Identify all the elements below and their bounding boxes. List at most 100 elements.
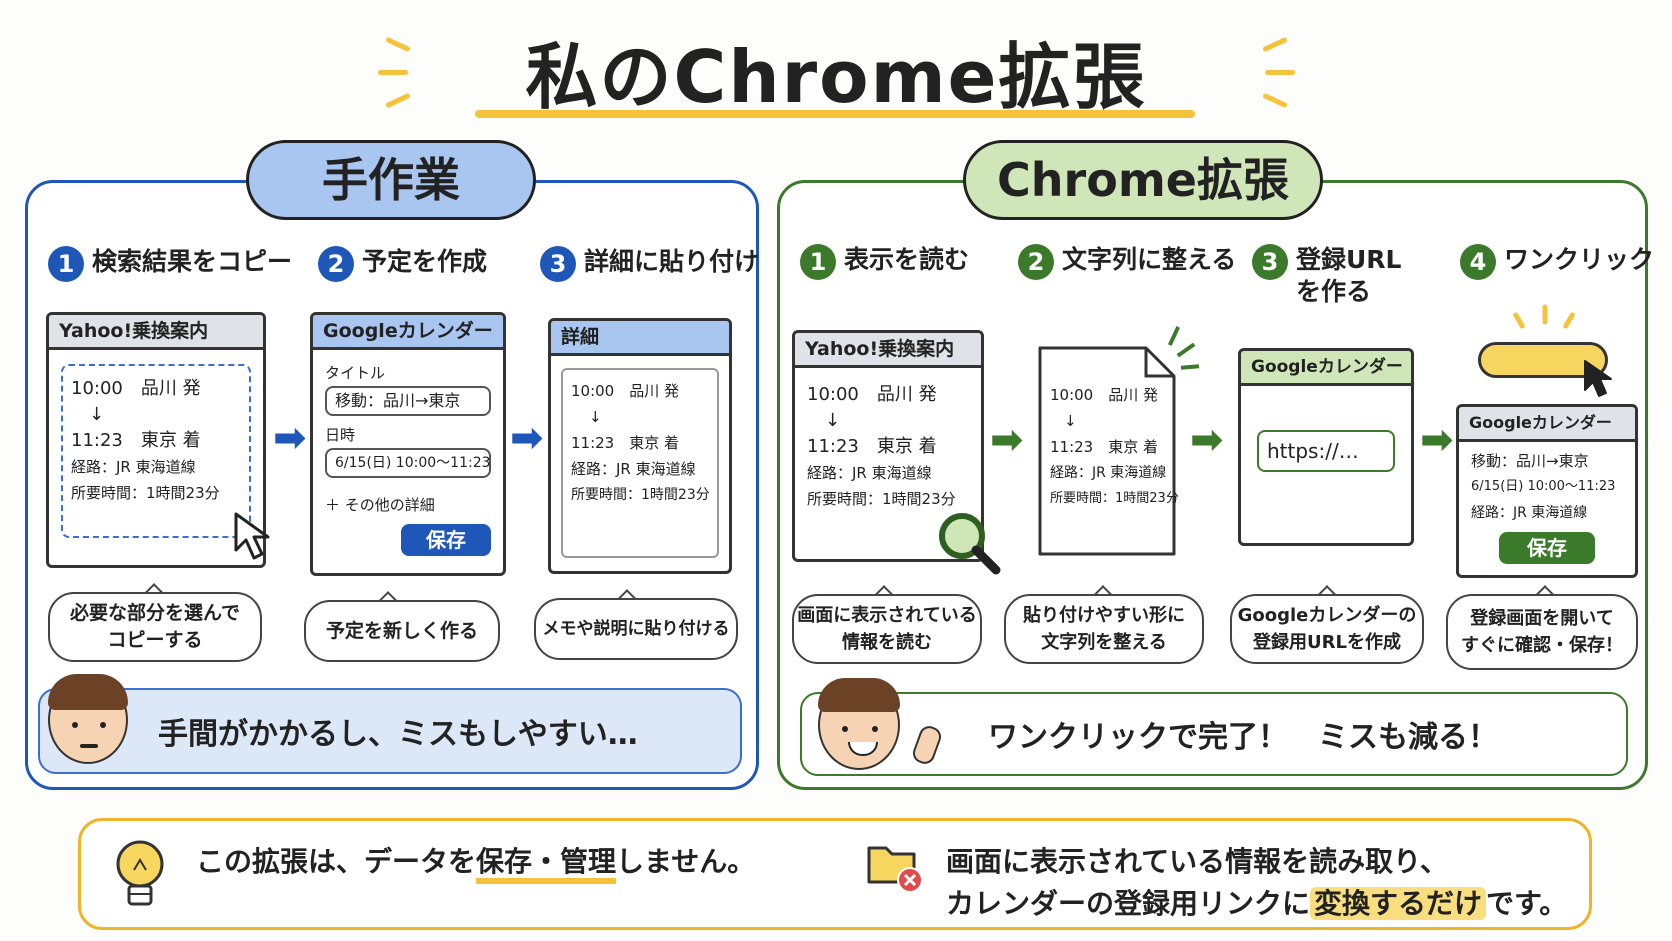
window-header: Googleカレンダー [1241,351,1411,386]
title-field[interactable]: 移動：品川→東京 [325,386,491,416]
ext-step-2: 2 文字列に整える [1018,244,1236,280]
arrow-right-icon: ➡ [273,415,307,461]
route-line: 経路：JR 東海道線 [71,458,196,476]
step-number: 2 [1018,244,1054,280]
route-line: 経路：JR 東海道線 [1050,465,1167,481]
details-textarea[interactable]: 10:00 品川 発 ↓ 11:23 東京 着 経路：JR 東海道線 所要時間：… [561,368,719,558]
route-line: ↓ [589,408,602,426]
route-line: 経路：JR 東海道線 [571,460,696,478]
manual-bubble-3: メモや説明に貼り付ける [534,598,738,660]
step-label: 登録URL を作る [1296,245,1402,306]
step-number: 1 [48,246,84,282]
footer-text: カレンダーの登録用リンクに [946,887,1311,920]
step-label: 検索結果をコピー [92,247,293,276]
route-line: 11:23 東京 着 [571,434,679,452]
folder-blocked-icon [867,846,923,893]
ext-step-1: 1 表示を読む [800,244,969,280]
ext-bubble-4: 登録画面を開いて すぐに確認・保存！ [1446,594,1638,670]
yahoo-transit-window: Yahoo!乗換案内 10:00 品川 発 ↓ 11:23 東京 着 経路：JR… [46,312,266,568]
window-header: Yahoo!乗換案内 [795,333,981,368]
cursor-icon [1584,360,1612,397]
manual-note-text: 手間がかかるし、ミスもしやすい… [158,717,638,752]
happy-person-icon [818,678,900,770]
footer-line-1: この拡張は、データを保存・管理しません。 [196,842,756,884]
datetime-field[interactable]: 6/15(日) 10:00〜11:23 [325,448,491,478]
route-line: ↓ [1064,412,1077,430]
step-label: 予定を作成 [362,247,488,276]
step-number: 3 [1252,244,1288,280]
route-line: 11:23 東京 着 [807,436,937,457]
step-label: ワンクリック [1504,245,1655,274]
step-number: 2 [318,246,354,282]
route-line: 11:23 東京 着 [71,430,201,451]
step-label: 文字列に整える [1062,245,1237,274]
magnifier-icon [939,513,1001,575]
step-label: 詳細に貼り付け [584,247,760,276]
footer-highlight: 変換するだけ [1310,887,1487,920]
route-line: 所要時間：1時間23分 [1050,491,1179,506]
cursor-icon [234,512,270,560]
url-field[interactable]: https://… [1257,430,1395,472]
page-title: 私のChrome拡張 [525,35,1147,119]
footer-text: この拡張は、データを [196,845,477,878]
manual-step-1: 1 検索結果をコピー [48,246,292,282]
window-header: 詳細 [551,321,729,356]
details-window: 詳細 10:00 品川 発 ↓ 11:23 東京 着 経路：JR 東海道線 所要… [548,318,732,574]
save-button[interactable]: 保存 [401,524,491,556]
event-line: 6/15(日) 10:00〜11:23 [1471,479,1616,494]
title-underline [475,110,1195,118]
title-ray [378,70,408,75]
ext-step-3: 3 登録URL を作る [1252,244,1401,308]
route-line: 10:00 品川 発 [71,378,201,399]
manual-bubble-2: 予定を新しく作る [304,600,500,662]
route-line: ↓ [89,404,105,425]
more-details-link[interactable]: ＋ その他の詳細 [325,496,435,514]
route-line: 所要時間：1時間23分 [571,487,710,503]
arrow-right-icon: ➡ [1420,417,1454,463]
footer-highlight: 保存・管理 [476,845,617,884]
arrow-right-icon: ➡ [990,417,1024,463]
route-line: 10:00 品川 発 [1050,386,1158,404]
event-line: 経路：JR 東海道線 [1471,505,1588,521]
manual-note: 手間がかかるし、ミスもしやすい… [38,688,742,774]
route-line: 10:00 品川 発 [807,384,937,405]
route-line: 10:00 品川 発 [571,382,679,400]
ext-bubble-3: Googleカレンダーの 登録用URLを作成 [1230,594,1424,664]
manual-label: 手作業 [246,140,536,220]
route-line: 経路：JR 東海道線 [807,464,932,482]
step-number: 3 [540,246,576,282]
footer-line-2: 画面に表示されている情報を読み取り、 [946,845,1449,878]
google-calendar-confirm-window: Googleカレンダー 移動：品川→東京 6/15(日) 10:00〜11:23… [1456,404,1638,578]
save-button[interactable]: 保存 [1499,532,1595,564]
event-line: 移動：品川→東京 [1471,452,1589,470]
footer-text: しません。 [616,845,756,878]
google-calendar-window: Googleカレンダー https://… [1238,348,1414,546]
field-label: 日時 [325,426,356,444]
ext-bubble-1: 画面に表示されている 情報を読む [792,594,982,664]
ext-step-4: 4 ワンクリック [1460,244,1654,280]
window-header: Googleカレンダー [1459,407,1635,442]
window-header: Googleカレンダー [313,315,503,350]
footer-text: です。 [1486,887,1568,920]
google-calendar-window: Googleカレンダー タイトル 移動：品川→東京 日時 6/15(日) 10:… [310,312,506,576]
extension-note-text: ワンクリックで完了！ ミスも減る！ [988,720,1498,755]
arrow-right-icon: ➡ [510,415,544,461]
route-line: ↓ [825,410,841,431]
ext-bubble-2: 貼り付けやすい形に 文字列を整える [1004,594,1204,664]
window-header: Yahoo!乗換案内 [49,315,263,350]
route-line: 所要時間：1時間23分 [71,484,220,502]
manual-bubble-1: 必要な部分を選んで コピーする [48,592,262,662]
footer-line-3: カレンダーの登録用リンクに変換するだけです。 [946,884,1567,924]
step-number: 1 [800,244,836,280]
step-number: 4 [1460,244,1496,280]
route-line: 所要時間：1時間23分 [807,490,956,508]
formatted-text-document: 10:00 品川 発 ↓ 11:23 東京 着 経路：JR 東海道線 所要時間：… [1038,346,1179,556]
route-line: 11:23 東京 着 [1050,438,1158,456]
step-label: 表示を読む [844,245,970,274]
click-ray [1542,304,1548,325]
field-label: タイトル [325,364,386,382]
extension-label: Chrome拡張 [963,140,1323,220]
lightbulb-icon [116,840,164,906]
arrow-right-icon: ➡ [1190,417,1224,463]
title-ray [1265,70,1295,75]
